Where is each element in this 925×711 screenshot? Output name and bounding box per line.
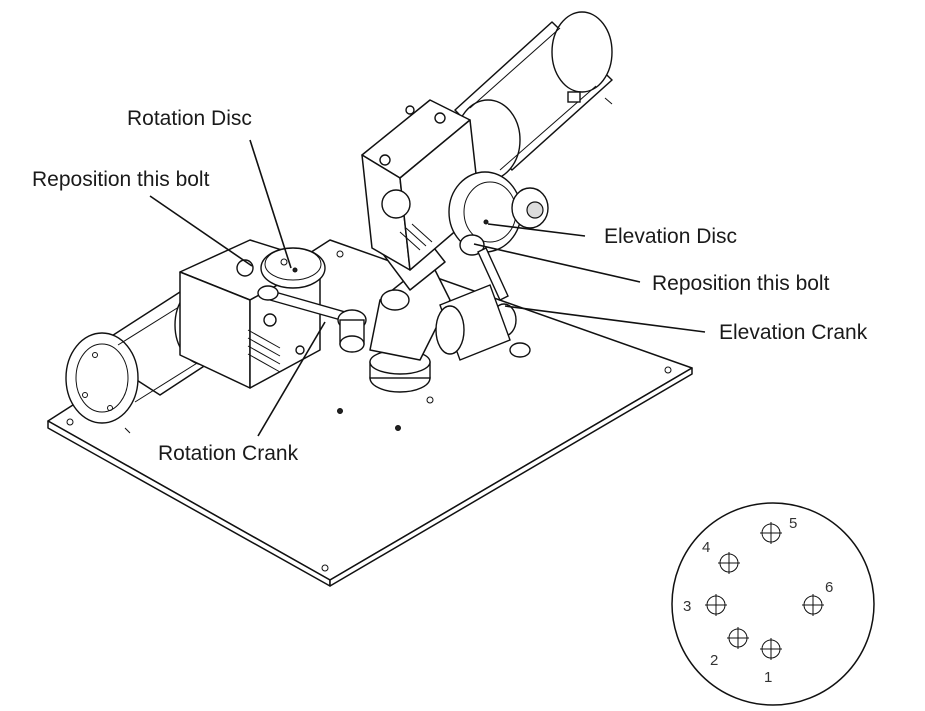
hole-label-5: 5 — [789, 515, 797, 532]
label-elevation-disc: Elevation Disc — [604, 225, 737, 248]
hole-label-2: 2 — [710, 652, 718, 669]
hole-1: 1 — [760, 638, 782, 686]
hole-6: 6 — [802, 579, 833, 616]
label-reposition-bolt-left: Reposition this bolt — [32, 168, 210, 191]
leader-rotation-crank — [257, 321, 326, 437]
hole-5: 5 — [760, 515, 797, 544]
elevation-gearbox — [361, 99, 481, 271]
rotation-crank — [257, 285, 410, 353]
hole-label-4: 4 — [702, 539, 710, 556]
elevation-motor — [454, 11, 613, 181]
base-plate — [47, 239, 693, 587]
leader-reposition-bolt-right — [473, 243, 641, 283]
label-rotation-crank: Rotation Crank — [158, 442, 299, 465]
leader-elevation-disc — [487, 223, 586, 237]
rotation-disc — [260, 247, 326, 289]
hole-3: 3 — [683, 594, 727, 616]
leader-lines — [149, 139, 706, 437]
label-reposition-bolt-right: Reposition this bolt — [652, 272, 830, 295]
label-rotation-disc: Rotation Disc — [127, 107, 252, 130]
elevation-crank — [435, 234, 531, 361]
leader-elevation-crank — [504, 305, 706, 333]
hole-label-6: 6 — [825, 579, 833, 596]
elevation-disc — [448, 171, 549, 253]
leader-rotation-disc — [249, 139, 292, 269]
leader-reposition-bolt-left — [149, 195, 253, 267]
hole-4: 4 — [702, 539, 740, 574]
hole-label-1: 1 — [764, 669, 772, 686]
label-elevation-crank: Elevation Crank — [719, 321, 868, 344]
hole-2: 2 — [710, 627, 749, 669]
hole-position-diagram: 1 2 3 4 5 6 — [671, 502, 875, 706]
hole-label-3: 3 — [683, 598, 691, 615]
